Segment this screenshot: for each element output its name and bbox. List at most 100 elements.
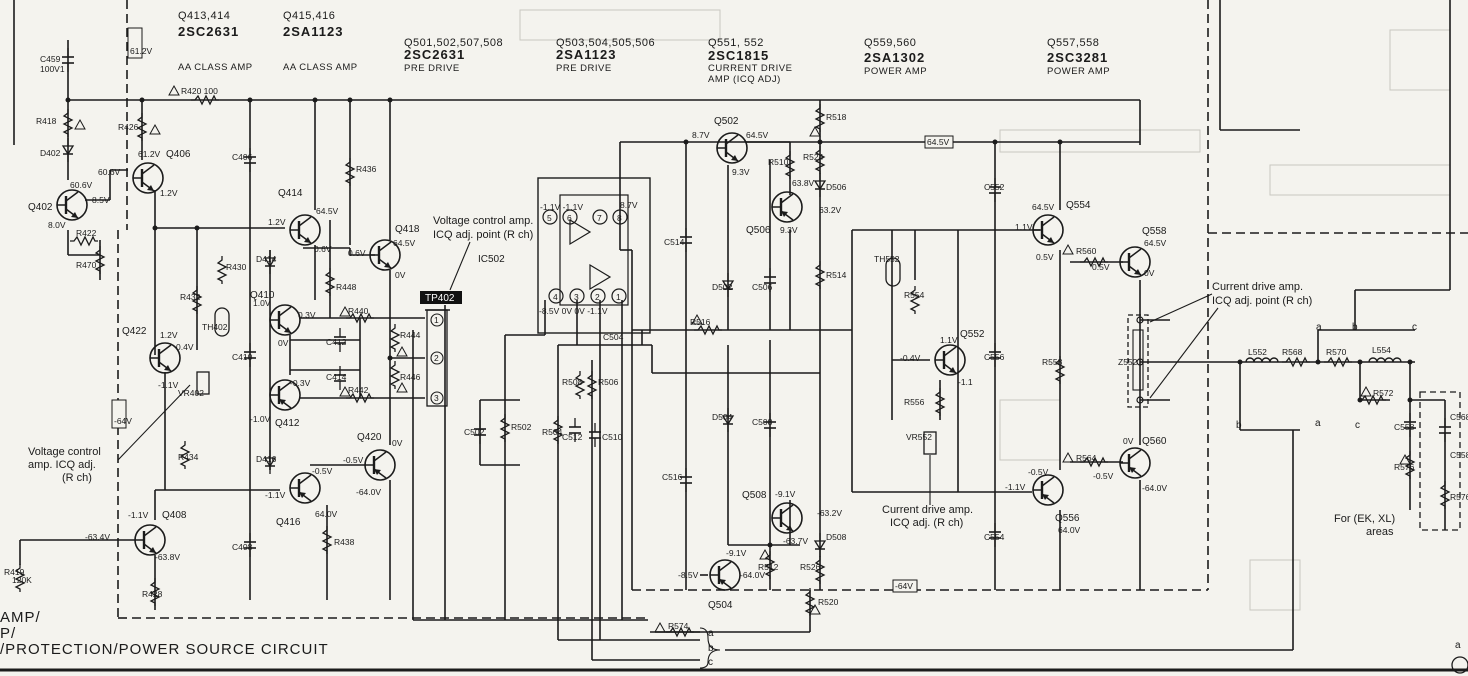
transistor-q402	[55, 188, 89, 222]
svg-text:100V1: 100V1	[40, 64, 65, 74]
svg-text:C414: C414	[326, 372, 347, 382]
svg-text:R420 100: R420 100	[181, 86, 218, 96]
svg-text:R574: R574	[668, 621, 689, 631]
svg-text:C552: C552	[984, 182, 1005, 192]
transistor-q552	[933, 343, 967, 377]
svg-text:R502: R502	[511, 422, 532, 432]
svg-text:D506: D506	[826, 182, 847, 192]
svg-text:C410: C410	[232, 352, 253, 362]
svg-text:L552: L552	[1248, 347, 1267, 357]
svg-text:Q410: Q410	[250, 290, 275, 301]
svg-text:R470: R470	[76, 260, 97, 270]
svg-text:-1.1V: -1.1V	[1005, 482, 1026, 492]
svg-text:b: b	[1236, 420, 1242, 431]
svg-text:a: a	[1316, 322, 1322, 333]
svg-text:1: 1	[434, 315, 439, 325]
svg-text:Q418: Q418	[395, 224, 420, 235]
svg-text:C512: C512	[562, 432, 583, 442]
svg-text:Q414: Q414	[278, 188, 303, 199]
transistor-q504	[708, 558, 742, 592]
svg-text:64.5V: 64.5V	[1032, 202, 1055, 212]
svg-text:R504: R504	[542, 427, 563, 437]
transistor-q410	[268, 303, 302, 337]
svg-text:D508: D508	[826, 532, 847, 542]
svg-text:(R ch): (R ch)	[62, 472, 92, 484]
svg-text:-63.7V: -63.7V	[783, 536, 808, 546]
svg-text:0.6V: 0.6V	[348, 248, 366, 258]
svg-text:R448: R448	[336, 282, 357, 292]
svg-text:8.7V: 8.7V	[692, 130, 710, 140]
components	[15, 47, 1468, 674]
svg-text:amp. ICQ adj.: amp. ICQ adj.	[28, 459, 96, 471]
header-ref: Q501,502,507,508	[404, 37, 503, 49]
svg-text:R518: R518	[826, 112, 847, 122]
header-ref: Q559,560	[864, 37, 916, 49]
svg-text:-63.8V: -63.8V	[155, 552, 180, 562]
transistor-q420	[363, 448, 397, 482]
svg-text:64.5V: 64.5V	[927, 137, 950, 147]
svg-text:-1.1V: -1.1V	[158, 380, 179, 390]
svg-text:Q554: Q554	[1066, 200, 1091, 211]
svg-text:63.8V: 63.8V	[792, 178, 815, 188]
svg-text:Q408: Q408	[162, 510, 187, 521]
svg-text:-0.5V: -0.5V	[343, 455, 364, 465]
header-type: 2SC2631	[404, 47, 465, 62]
svg-text:a: a	[708, 628, 714, 639]
transistor-q414	[288, 213, 322, 247]
svg-text:R419: R419	[4, 567, 25, 577]
svg-text:R432: R432	[180, 292, 201, 302]
svg-text:8: 8	[617, 213, 622, 223]
svg-text:Voltage control amp.: Voltage control amp.	[433, 215, 533, 227]
svg-text:R438: R438	[334, 537, 355, 547]
svg-text:R430: R430	[226, 262, 247, 272]
svg-text:3: 3	[574, 292, 579, 302]
svg-text:1.0V: 1.0V	[253, 298, 271, 308]
svg-text:R418: R418	[36, 116, 57, 126]
svg-text:C508: C508	[752, 417, 773, 427]
svg-text:Q502: Q502	[714, 116, 739, 127]
tp402-testpoint: TP402 1 2 3	[420, 291, 462, 407]
svg-text:63.2V: 63.2V	[819, 205, 842, 215]
svg-text:60.6V: 60.6V	[70, 180, 93, 190]
svg-text:7: 7	[597, 213, 602, 223]
svg-text:VR552: VR552	[906, 432, 932, 442]
svg-text:R442: R442	[348, 385, 369, 395]
svg-text:0V: 0V	[1123, 436, 1134, 446]
svg-text:-1.1V -1.1V: -1.1V -1.1V	[540, 202, 583, 212]
svg-text:C554: C554	[984, 532, 1005, 542]
svg-text:R568: R568	[1282, 347, 1303, 357]
svg-text:TH552: TH552	[874, 254, 900, 264]
svg-text:R426: R426	[118, 122, 139, 132]
header-type: 2SA1123	[283, 24, 344, 39]
svg-text:-0.4V: -0.4V	[900, 353, 921, 363]
svg-text:ICQ adj. point (R ch): ICQ adj. point (R ch)	[433, 229, 533, 241]
ic-label: IC502	[478, 254, 505, 265]
svg-text:C459: C459	[40, 54, 61, 64]
bus-letters: a b c a b c b a c a	[708, 322, 1461, 668]
svg-text:5: 5	[547, 213, 552, 223]
transistor-q416	[288, 471, 322, 505]
header-func-2: AMP (ICQ ADJ)	[708, 74, 781, 85]
header-type: 2SC2631	[178, 24, 239, 39]
svg-text:R554: R554	[904, 290, 925, 300]
svg-text:1.1V: 1.1V	[1015, 222, 1033, 232]
svg-text:R524: R524	[803, 152, 824, 162]
header-type: 2SC3281	[1047, 50, 1108, 65]
svg-text:C504: C504	[603, 332, 624, 342]
svg-text:c: c	[1355, 420, 1360, 431]
svg-text:D414: D414	[256, 254, 277, 264]
svg-text:-64V: -64V	[114, 416, 132, 426]
voltage-labels: 61.2V 60.6V 60.6V 8.5V 8.0V 61.2V 1.2V 1…	[48, 27, 1167, 593]
svg-text:VR402: VR402	[178, 388, 204, 398]
circuit-title: AMP/ P/ /PROTECTION/POWER SOURCE CIRCUIT	[0, 609, 328, 658]
svg-text:C502: C502	[464, 427, 485, 437]
header-func: AA CLASS AMP	[178, 62, 253, 73]
svg-text:R572: R572	[1373, 388, 1394, 398]
svg-text:R428: R428	[142, 589, 163, 599]
header-ref: Q503,504,505,506	[556, 37, 655, 49]
svg-text:ICQ adj. point (R ch): ICQ adj. point (R ch)	[1212, 295, 1312, 307]
svg-text:C406: C406	[232, 152, 253, 162]
svg-text:C516: C516	[662, 472, 683, 482]
svg-text:R526: R526	[800, 562, 821, 572]
transistor-q508	[770, 501, 804, 535]
